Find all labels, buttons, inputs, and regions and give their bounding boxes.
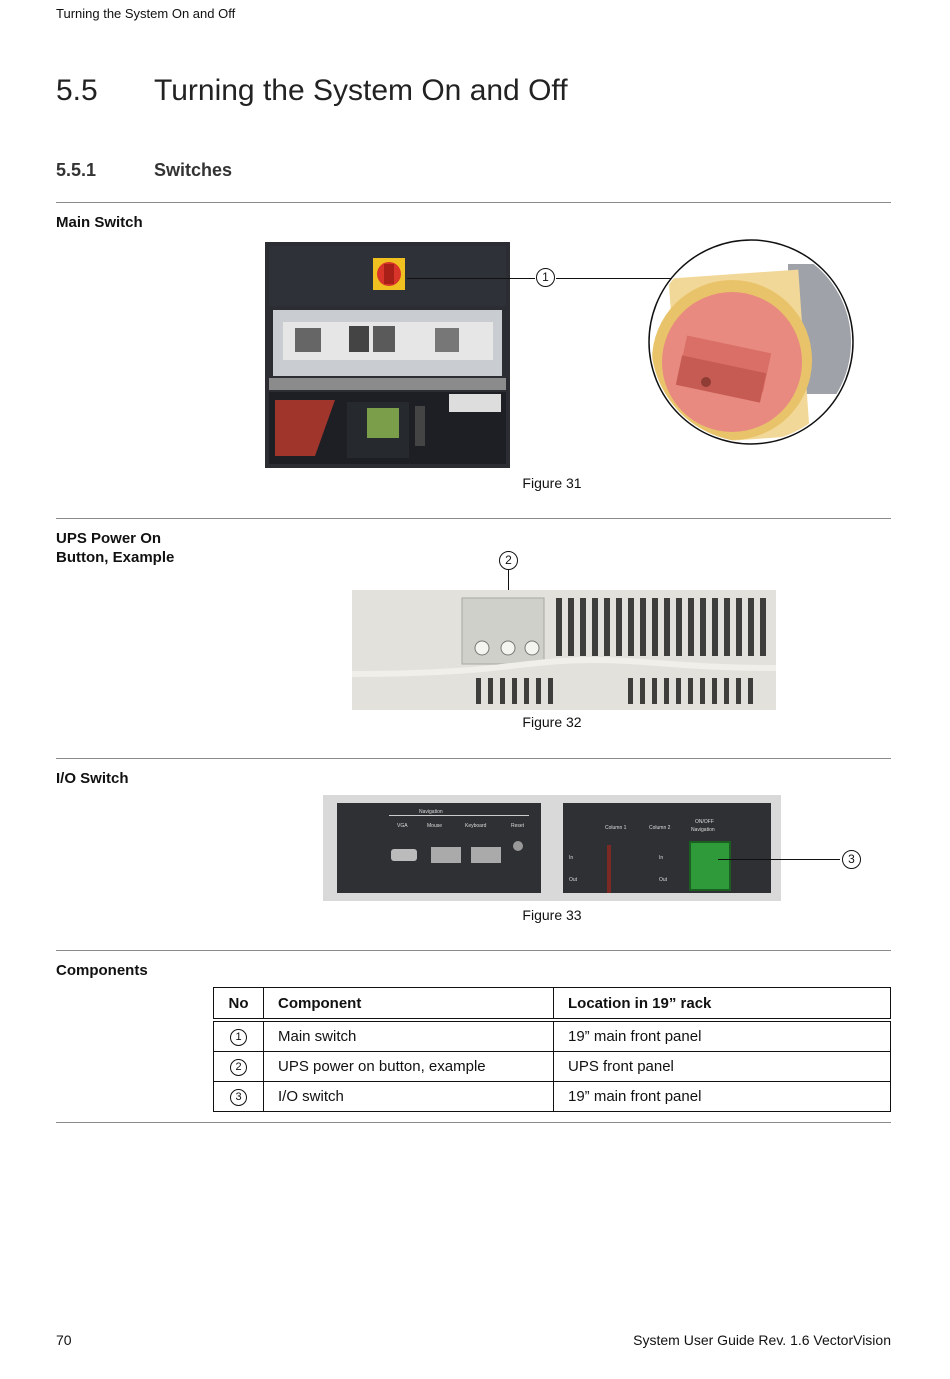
callout-3: 3 xyxy=(842,850,861,869)
navigation-panel: Navigation VGA Mouse Keyboard Reset xyxy=(337,803,541,893)
panel-label: Navigation xyxy=(691,827,715,833)
panel-label: ON/OFF xyxy=(695,819,714,825)
row-location: 19” main front panel xyxy=(553,1019,891,1052)
row-no-cell: 2 xyxy=(213,1051,264,1082)
panel-label: Navigation xyxy=(419,809,443,815)
callout-1: 1 xyxy=(536,268,555,287)
components-table: No Component Location in 19” rack 1 Main… xyxy=(213,987,891,1112)
col-header-location: Location in 19” rack xyxy=(553,987,891,1021)
table-header-row: No Component Location in 19” rack xyxy=(213,987,891,1021)
figure-caption: Figure 32 xyxy=(522,714,582,730)
row-location: UPS front panel xyxy=(553,1051,891,1082)
row-no-cell: 3 xyxy=(213,1081,264,1112)
figure-caption: Figure 31 xyxy=(522,475,582,491)
main-switch-label: Main Switch xyxy=(56,214,143,231)
callout-line xyxy=(556,278,676,279)
ups-label-line2: Button, Example xyxy=(56,549,175,566)
io-photo: Navigation VGA Mouse Keyboard Reset Colu… xyxy=(323,795,781,901)
reset-button xyxy=(513,841,523,851)
row-no-cell: 1 xyxy=(213,1019,264,1052)
components-label: Components xyxy=(56,962,148,979)
callout-line xyxy=(407,278,535,279)
section-number: 5.5 xyxy=(56,74,98,107)
io-switch-label: I/O Switch xyxy=(56,770,129,787)
panel-label: In xyxy=(569,855,574,861)
panel-label: Mouse xyxy=(427,823,443,829)
ups-label-line1: UPS Power On xyxy=(56,530,162,547)
rack-photo xyxy=(265,242,510,468)
panel-line xyxy=(389,815,529,816)
row-number: 1 xyxy=(230,1029,247,1046)
row-component: I/O switch xyxy=(263,1081,554,1112)
ups-photo xyxy=(352,590,776,710)
panel-label: Keyboard xyxy=(465,823,487,829)
col-header-no: No xyxy=(213,987,264,1021)
row-number: 3 xyxy=(230,1089,247,1106)
subsection-title: Switches xyxy=(154,160,233,180)
running-header: Turning the System On and Off xyxy=(56,6,236,21)
divider xyxy=(56,1122,891,1123)
row-component: Main switch xyxy=(263,1019,554,1052)
row-number: 2 xyxy=(230,1059,247,1076)
panel-label: VGA xyxy=(397,823,408,829)
table-row: 3 I/O switch 19” main front panel xyxy=(213,1081,891,1112)
mouse-port xyxy=(431,847,461,863)
panel-label: In xyxy=(659,855,664,861)
subsection-number: 5.5.1 xyxy=(56,160,97,180)
cable xyxy=(607,845,611,893)
main-switch-closeup xyxy=(648,239,854,445)
columns-panel: Column 1 Column 2 ON/OFF Navigation In O… xyxy=(563,803,771,893)
panel-label: Out xyxy=(569,877,578,883)
table-row: 2 UPS power on button, example UPS front… xyxy=(213,1051,891,1082)
footer-doc-title: System User Guide Rev. 1.6 VectorVision xyxy=(633,1332,891,1348)
divider xyxy=(56,950,891,951)
divider xyxy=(56,518,891,519)
vga-port xyxy=(391,849,417,861)
panel-label: Column 2 xyxy=(649,825,671,831)
ups-button-label: UPS Power On Button, Example xyxy=(56,529,236,567)
callout-2: 2 xyxy=(499,551,518,570)
figure-caption: Figure 33 xyxy=(522,907,582,923)
panel-label: Out xyxy=(659,877,668,883)
row-component: UPS power on button, example xyxy=(263,1051,554,1082)
panel-label: Column 1 xyxy=(605,825,627,831)
panel-label: Reset xyxy=(511,823,525,829)
keyboard-port xyxy=(471,847,501,863)
divider xyxy=(56,758,891,759)
divider xyxy=(56,202,891,203)
io-rocker-switch xyxy=(689,841,731,891)
col-header-component: Component xyxy=(263,987,554,1021)
section-title: Turning the System On and Off xyxy=(154,74,568,107)
table-row: 1 Main switch 19” main front panel xyxy=(213,1019,891,1052)
callout-line xyxy=(718,859,840,860)
row-location: 19” main front panel xyxy=(553,1081,891,1112)
page-number: 70 xyxy=(56,1332,72,1348)
